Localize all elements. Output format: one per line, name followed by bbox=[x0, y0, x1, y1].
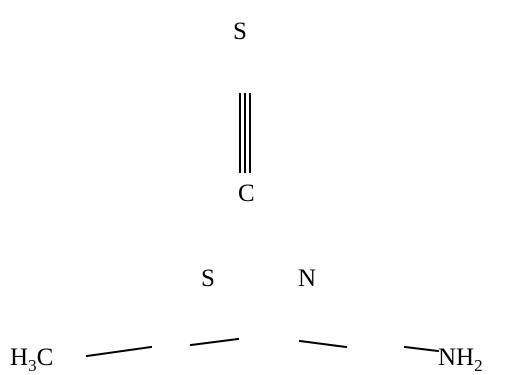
amine-subscript-text: 2 bbox=[474, 356, 483, 375]
sulfur-lower-label: S bbox=[201, 266, 215, 291]
nitrogen-lower-label: N bbox=[298, 266, 316, 291]
bond-nh2-segment bbox=[403, 345, 440, 353]
nitrogen-lower-text: N bbox=[298, 265, 317, 292]
bond-middle-left-segment bbox=[189, 337, 240, 347]
sulfur-top-label: S bbox=[233, 19, 247, 44]
bond-middle-right-segment bbox=[298, 339, 348, 349]
methyl-c-text: C bbox=[36, 344, 54, 371]
methyl-h-text: H bbox=[10, 344, 29, 371]
sulfur-top-text: S bbox=[233, 18, 247, 45]
sulfur-lower-text: S bbox=[201, 265, 215, 292]
methyl-subscript-text: 3 bbox=[28, 356, 37, 375]
methyl-group-label: H3C bbox=[10, 344, 54, 374]
amine-nh-text: NH bbox=[438, 344, 475, 371]
carbon-center-label: C bbox=[238, 181, 255, 206]
bond-h3c-left-segment bbox=[85, 345, 153, 358]
amine-group-label: NH2 bbox=[438, 344, 483, 374]
carbon-center-text: C bbox=[238, 180, 255, 207]
